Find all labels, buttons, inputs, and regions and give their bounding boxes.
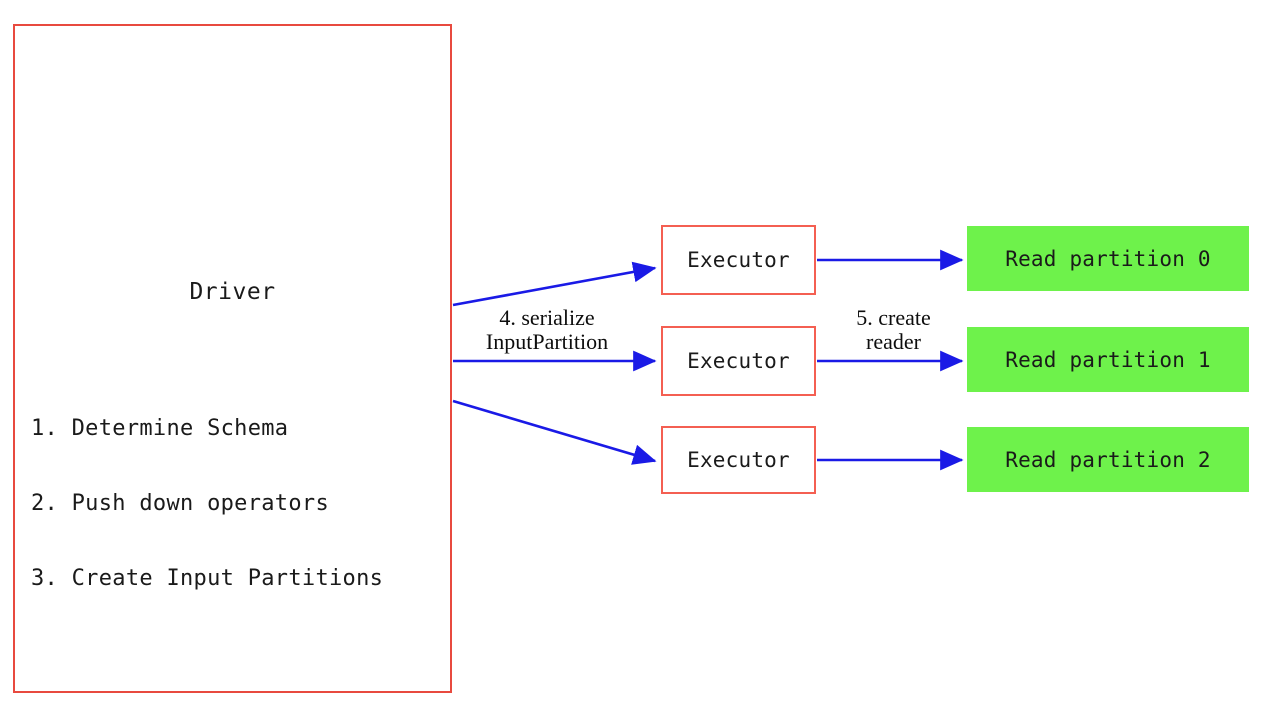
executor-box-2: Executor — [661, 426, 816, 494]
driver-box: Driver 1. Determine Schema 2. Push down … — [13, 24, 452, 693]
driver-title: Driver — [189, 279, 276, 305]
arrow-label-serialize-line2: InputPartition — [485, 329, 609, 354]
executor-label: Executor — [687, 448, 790, 472]
executor-label: Executor — [687, 349, 790, 373]
arrow-driver-to-executor-2 — [452, 399, 657, 465]
read-partition-box-1: Read partition 1 — [967, 327, 1249, 392]
executor-box-0: Executor — [661, 225, 816, 295]
driver-steps-list: 1. Determine Schema 2. Push down operato… — [31, 366, 383, 641]
arrow-label-create-reader: 5. create reader — [826, 306, 961, 354]
arrow-label-serialize: 4. serialize InputPartition — [457, 306, 637, 354]
read-partition-label: Read partition 2 — [1005, 447, 1211, 472]
arrow-label-create-reader-line2: reader — [866, 329, 921, 354]
executor-box-1: Executor — [661, 326, 816, 396]
read-partition-box-0: Read partition 0 — [967, 226, 1249, 291]
driver-step-3: 3. Create Input Partitions — [31, 566, 384, 591]
read-partition-label: Read partition 1 — [1005, 347, 1211, 372]
arrow-driver-to-executor-0 — [452, 261, 657, 307]
read-partition-box-2: Read partition 2 — [967, 427, 1249, 492]
driver-step-1: 1. Determine Schema — [31, 416, 289, 441]
arrow-label-create-reader-line1: 5. create — [856, 305, 931, 330]
read-partition-label: Read partition 0 — [1005, 246, 1211, 271]
executor-label: Executor — [687, 248, 790, 272]
arrow-label-serialize-line1: 4. serialize — [499, 305, 595, 330]
driver-step-2: 2. Push down operators — [31, 491, 329, 516]
